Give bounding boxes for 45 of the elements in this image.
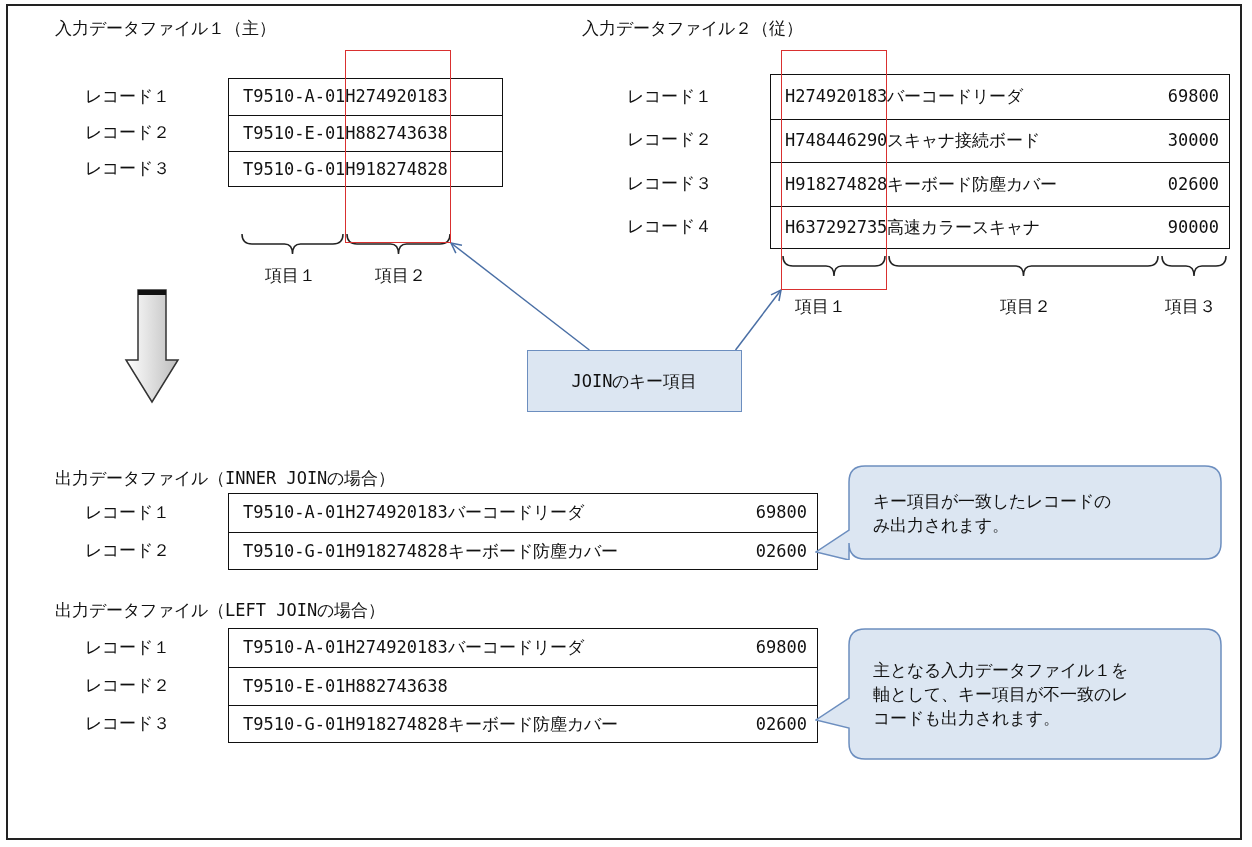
record-label: レコード２ (627, 129, 712, 150)
record-label: レコード３ (85, 713, 170, 733)
section-title: 出力データファイル（INNER JOINの場合） (55, 468, 396, 488)
record-label: レコード１ (85, 637, 170, 657)
highlight-frame (781, 50, 887, 290)
record-label: レコード１ (627, 85, 712, 106)
field-label: 項目１ (265, 265, 316, 285)
section-title: 入力データファイル２（従） (582, 18, 803, 38)
section-title: 入力データファイル１（主） (55, 18, 276, 38)
price-value: 90000 (1167, 217, 1219, 238)
record-label: レコード２ (85, 675, 170, 695)
leader-arrow (450, 242, 591, 351)
bubble-text: 主となる入力データファイル１を軸として、キー項目が不一致のレコードも出力されます。 (873, 659, 1128, 730)
record-label: レコード４ (627, 216, 712, 237)
record-label: レコード３ (627, 172, 712, 193)
record-text: H748446290スキャナ接続ボード (785, 130, 1041, 151)
price-value: 02600 (755, 541, 807, 561)
field-label: 項目２ (1000, 296, 1051, 316)
record-label: レコード１ (85, 86, 170, 106)
record-label: レコード２ (85, 122, 170, 142)
speech-bubble (815, 465, 1222, 560)
price-value: 02600 (1167, 173, 1219, 194)
field-label: 項目２ (375, 265, 426, 285)
price-value: 02600 (755, 714, 807, 734)
record-label: レコード２ (85, 540, 170, 560)
callout-text: JOINのキー項目 (571, 369, 698, 393)
callout-box (527, 350, 742, 412)
price-value: 30000 (1167, 130, 1219, 151)
field-label: 項目３ (1165, 296, 1216, 316)
bubble-text: キー項目が一致したレコードのみ出力されます。 (873, 489, 1112, 537)
record-text: T9510-A-01H274920183バーコードリーダ (243, 637, 584, 657)
price-value: 69800 (755, 502, 807, 522)
price-value: 69800 (1167, 85, 1219, 106)
record-text: T9510-G-01H918274828キーボード防塵カバー (243, 541, 618, 561)
record-label: レコード３ (85, 158, 170, 178)
price-value: 69800 (755, 637, 807, 657)
leader-arrow (734, 289, 782, 351)
record-text: H918274828キーボード防塵カバー (785, 173, 1058, 194)
section-title: 出力データファイル（LEFT JOINの場合） (55, 600, 386, 620)
record-text: T9510-A-01H274920183バーコードリーダ (243, 502, 584, 522)
record-text: T9510-E-01H882743638 (243, 676, 448, 696)
record-text: T9510-G-01H918274828キーボード防塵カバー (243, 714, 618, 734)
speech-bubble (815, 628, 1222, 760)
record-label: レコード１ (85, 502, 170, 522)
field-label: 項目１ (795, 296, 846, 316)
